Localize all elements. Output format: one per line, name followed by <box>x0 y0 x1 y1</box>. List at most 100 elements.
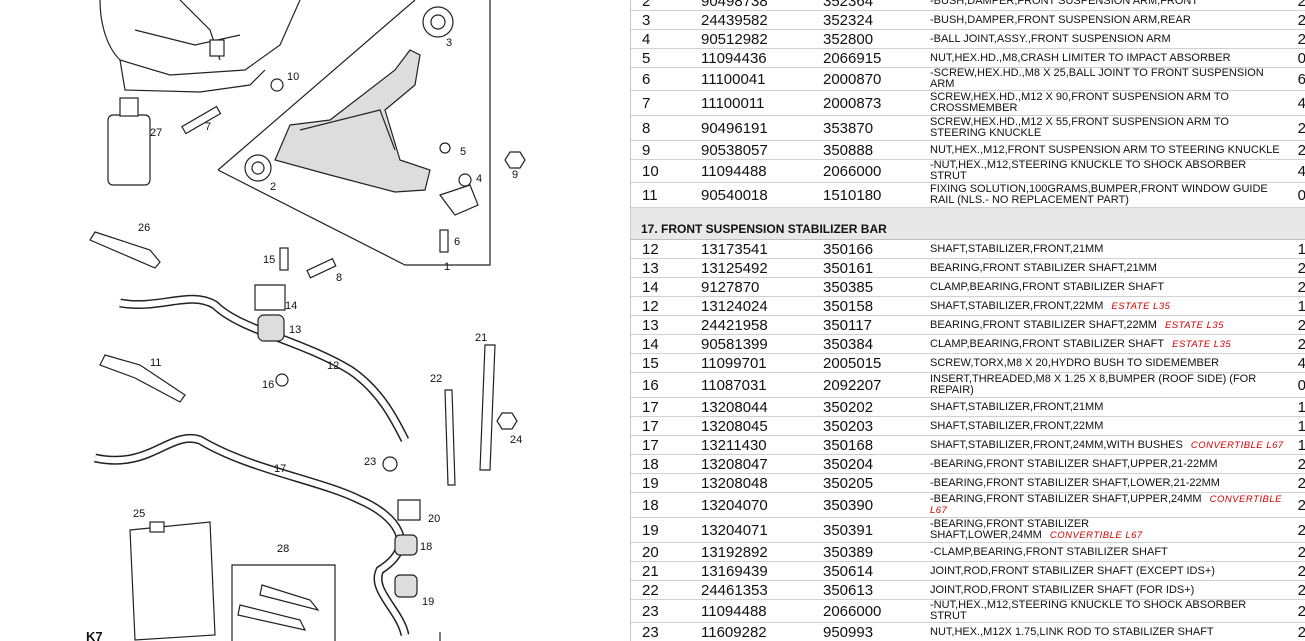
item-number-cell-text: 11 <box>642 186 658 204</box>
quantity-cell: 0 <box>1288 48 1305 68</box>
item-number-cell-text: 14 <box>642 335 659 353</box>
quantity-cell-text: 2 <box>1298 260 1305 277</box>
quantity-cell-text: 4 <box>1298 163 1305 180</box>
part-number-cell-text: 9127870 <box>701 278 760 296</box>
section-title: 17. FRONT SUSPENSION STABILIZER BAR <box>631 207 1305 240</box>
item-number-cell-text: 16 <box>642 376 659 394</box>
quantity-cell: 0 <box>1288 372 1305 398</box>
quantity-cell-text: 0 <box>1298 187 1305 204</box>
item-number-cell: 15 <box>631 353 686 373</box>
quantity-cell: 6 <box>1288 67 1305 91</box>
variant-note: ESTATE L35 <box>1172 338 1232 350</box>
description-cell-text: -BEARING,FRONT STABILIZER SHAFT,LOWER,21… <box>930 476 1220 489</box>
catalog-number-cell: 350204 <box>823 454 930 474</box>
catalog-number-cell: 353870 <box>823 115 930 141</box>
catalog-number-cell-text: 350614 <box>823 562 874 580</box>
callout-12: 12 <box>327 360 339 372</box>
control-arm-frame <box>217 0 491 266</box>
quantity-cell-text: 2 <box>1298 12 1305 29</box>
description-cell: -NUT,HEX.,M12,STEERING KNUCKLE TO SHOCK … <box>930 599 1288 623</box>
item-number-cell-text: 2 <box>642 0 651 10</box>
part-number-cell: 13211430 <box>686 435 823 455</box>
ball-joint <box>439 173 479 216</box>
description-cell: JOINT,ROD,FRONT STABILIZER SHAFT (FOR ID… <box>930 580 1288 600</box>
callout-14: 14 <box>285 300 297 312</box>
catalog-number-cell: 350168 <box>823 435 930 455</box>
description-cell: JOINT,ROD,FRONT STABILIZER SHAFT (EXCEPT… <box>930 561 1288 581</box>
quantity-cell-text: 2 <box>1298 279 1305 296</box>
quantity-cell: 1 <box>1288 435 1305 455</box>
description-cell-text: -NUT,HEX.,M12,STEERING KNUCKLE TO SHOCK … <box>930 599 1247 622</box>
variant-note: ESTATE L35 <box>1111 300 1171 312</box>
item-number-cell: 7 <box>631 90 686 116</box>
description-cell: INSERT,THREADED,M8 X 1.25 X 8,BUMPER (RO… <box>930 372 1288 398</box>
catalog-number-cell-text: 1510180 <box>823 186 882 204</box>
part-number-cell: 9127870 <box>686 277 823 297</box>
catalog-number-cell-text: 350117 <box>823 316 872 334</box>
catalog-number-cell-text: 950993 <box>823 623 874 641</box>
quantity-cell-text: 2 <box>1298 317 1305 334</box>
item-number-cell-text: 20 <box>642 543 659 561</box>
callout-24: 24 <box>510 434 522 446</box>
item-number-cell-text: 18 <box>642 455 659 473</box>
quantity-cell-text: 2 <box>1298 603 1305 620</box>
part-number-cell-text: 90498738 <box>701 0 768 10</box>
callout-5: 5 <box>460 146 466 158</box>
description-cell-text: CLAMP,BEARING,FRONT STABILIZER SHAFT <box>930 280 1165 293</box>
quantity-cell: 0 <box>1288 182 1305 208</box>
catalog-number-cell-text: 2092207 <box>823 376 882 394</box>
description-cell: SCREW,HEX.HD.,M12 X 90,FRONT SUSPENSION … <box>930 90 1288 116</box>
description-cell-text: NUT,HEX.,M12,FRONT SUSPENSION ARM TO STE… <box>930 143 1280 156</box>
item-number-cell: 12 <box>631 239 686 259</box>
description-cell: SHAFT,STABILIZER,FRONT,21MM <box>930 239 1288 259</box>
quantity-cell-text: 2 <box>1298 544 1305 561</box>
item-number-cell-text: 9 <box>642 141 651 159</box>
quantity-cell: 2 <box>1288 10 1305 30</box>
quantity-cell-text: 1 <box>1298 298 1305 315</box>
part-number-cell: 13169439 <box>686 561 823 581</box>
description-cell: SHAFT,STABILIZER,FRONT,22MM <box>930 416 1288 436</box>
description-cell-text: -BEARING,FRONT STABILIZER SHAFT,UPPER,21… <box>930 457 1218 470</box>
description-cell: CLAMP,BEARING,FRONT STABILIZER SHAFT <box>930 277 1288 297</box>
part-number-cell: 11099701 <box>686 353 823 373</box>
diagram-svg: 1 2 3 4 5 6 7 8 9 10 11 12 13 14 15 16 1… <box>86 0 526 641</box>
callout-16: 16 <box>262 379 274 391</box>
catalog-number-cell: 352324 <box>823 10 930 30</box>
nut-24 <box>496 412 518 430</box>
quantity-cell: 4 <box>1288 159 1305 183</box>
callout-18: 18 <box>420 541 432 553</box>
part-number-cell-text: 90540018 <box>701 186 768 204</box>
